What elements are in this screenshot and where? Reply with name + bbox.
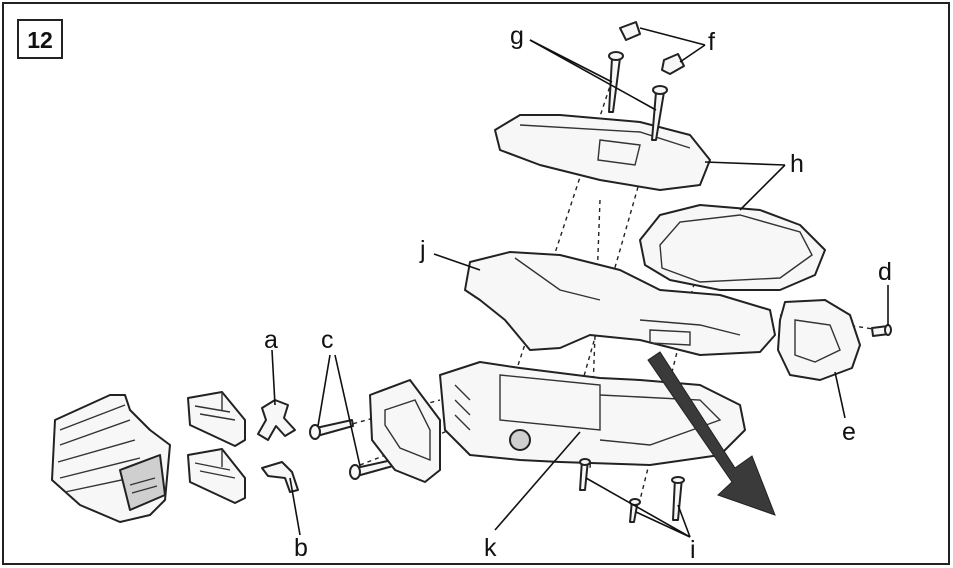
part-h-back-cover <box>639 204 826 291</box>
figure-number-box <box>17 19 63 59</box>
part-g-screws <box>608 51 668 141</box>
label-f: f <box>708 28 715 56</box>
part-i-screws <box>579 458 685 523</box>
part-h-front-cover <box>494 114 711 191</box>
figure-number: 12 <box>27 27 53 53</box>
part-d-pin <box>871 324 892 337</box>
label-a: a <box>264 326 278 354</box>
label-d: d <box>878 258 892 286</box>
part-a-clip <box>257 399 296 441</box>
label-i: i <box>690 536 696 564</box>
shaver-head-part <box>51 394 171 523</box>
label-j: j <box>419 236 426 264</box>
label-e: e <box>842 418 856 446</box>
label-k: k <box>484 534 497 562</box>
part-j-housing <box>464 251 776 356</box>
label-c: c <box>321 326 334 354</box>
cutter-block-lower <box>187 448 246 504</box>
cutter-block-upper <box>187 391 246 447</box>
switch-frame-part <box>369 379 441 483</box>
part-b-bracket <box>261 461 299 493</box>
part-e-end-cap <box>777 299 861 381</box>
label-b: b <box>294 534 308 562</box>
removal-direction-arrow <box>647 351 776 516</box>
leader-lines <box>271 27 889 538</box>
label-h: h <box>790 150 804 178</box>
label-g: g <box>510 22 524 50</box>
part-f-caps <box>619 21 685 75</box>
